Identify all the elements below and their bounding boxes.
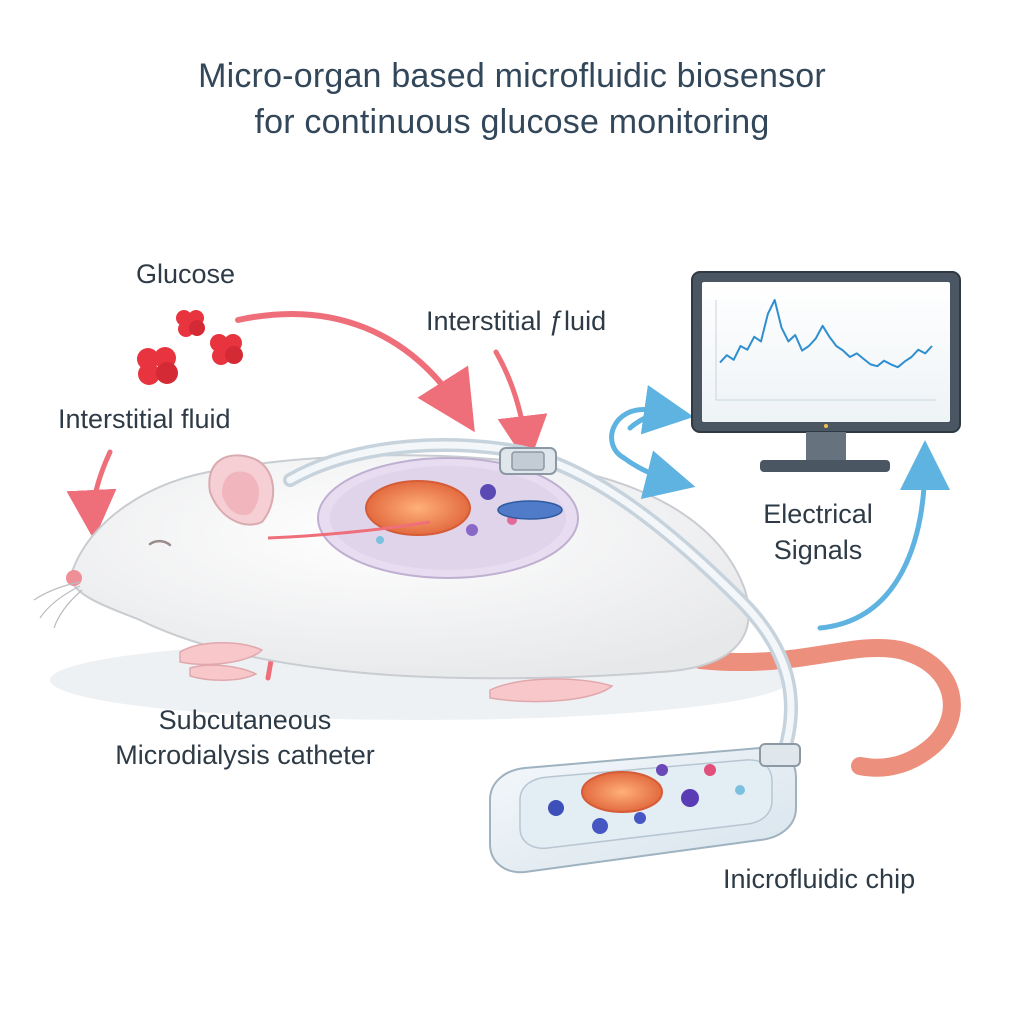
tubing-connector (499, 447, 557, 475)
tubing (283, 438, 799, 759)
glucose-flow-arrow (235, 311, 475, 433)
signal-return-arrow (627, 385, 694, 435)
glucose-molecules (137, 310, 243, 385)
monitor-screen (702, 282, 950, 422)
interstitial-fluid-top-label: Interstitial ƒluid (426, 306, 607, 336)
diagram-title-line-1: Micro-organ based microfluidic biosensor (198, 57, 826, 95)
glucose-signal-trace (719, 299, 933, 369)
monitor (691, 271, 961, 472)
glucose-label: Glucose (136, 259, 236, 289)
electrical-signals-label-line-1: Electrical (763, 499, 873, 529)
microfluidic-chip-label: Inicrofluidic chip (723, 864, 916, 894)
subcutaneous-tissue-window (317, 457, 579, 579)
diagram-title-line-2: for continuous glucose monitoring (254, 103, 770, 141)
catheter-label-line-2: Microdialysis catheter (115, 740, 375, 770)
interstitial-fluid-left-label: Interstitial fluid (58, 404, 231, 434)
catheter-label-line-1: Subcutaneous (158, 705, 332, 735)
catheter-inner-line (267, 520, 431, 540)
electrical-signals-label-line-2: Signals (773, 535, 863, 565)
micro-organ (365, 480, 471, 536)
signal-loop-arrow (609, 407, 696, 499)
rat-tail (691, 638, 961, 777)
electrical-signal-arrow (817, 440, 950, 631)
interstitial-fluid-left-arrow (66, 449, 117, 540)
interstitial-fluid-top-arrow (493, 349, 548, 466)
microfluidic-chip (489, 743, 801, 874)
chip-micro-organ (581, 771, 663, 813)
